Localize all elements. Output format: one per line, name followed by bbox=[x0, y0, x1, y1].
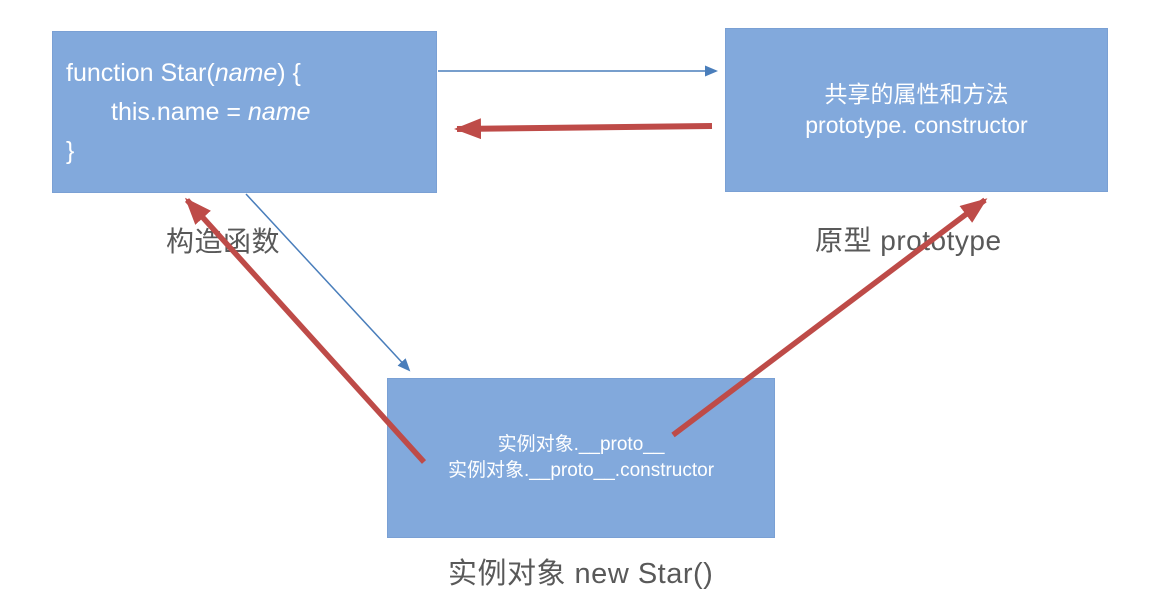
prototype-box-line2: prototype. constructor bbox=[805, 112, 1028, 138]
function-box-line1-post: ) { bbox=[277, 59, 301, 87]
function-box-line1-arg: name bbox=[214, 59, 278, 87]
function-box-line2: this.name = name bbox=[66, 93, 436, 132]
prototype-box-line1: 共享的属性和方法 bbox=[824, 81, 1009, 107]
prototype-label: 原型 prototype bbox=[815, 225, 1002, 256]
instance-box-line2: 实例对象.__proto__.constructor bbox=[447, 460, 715, 481]
function-box-line1: function Star(name) { bbox=[66, 54, 436, 93]
instance-box: 实例对象.__proto__ 实例对象.__proto__.constructo… bbox=[387, 378, 775, 538]
function-box-line2-pre: this.name = bbox=[111, 98, 248, 126]
function-box: function Star(name) { this.name = name } bbox=[52, 31, 437, 193]
instance-label: 实例对象 new Star() bbox=[448, 558, 714, 590]
function-box-line2-arg: name bbox=[247, 98, 311, 126]
function-box-line1-pre: function Star( bbox=[66, 59, 215, 87]
instance-box-line1: 实例对象.__proto__ bbox=[497, 434, 665, 455]
arrow-prototype-to-function bbox=[454, 118, 713, 140]
prototype-box: 共享的属性和方法 prototype. constructor bbox=[725, 28, 1108, 192]
function-box-line3: } bbox=[66, 137, 75, 165]
constructor-label: 构造函数 bbox=[166, 226, 281, 257]
